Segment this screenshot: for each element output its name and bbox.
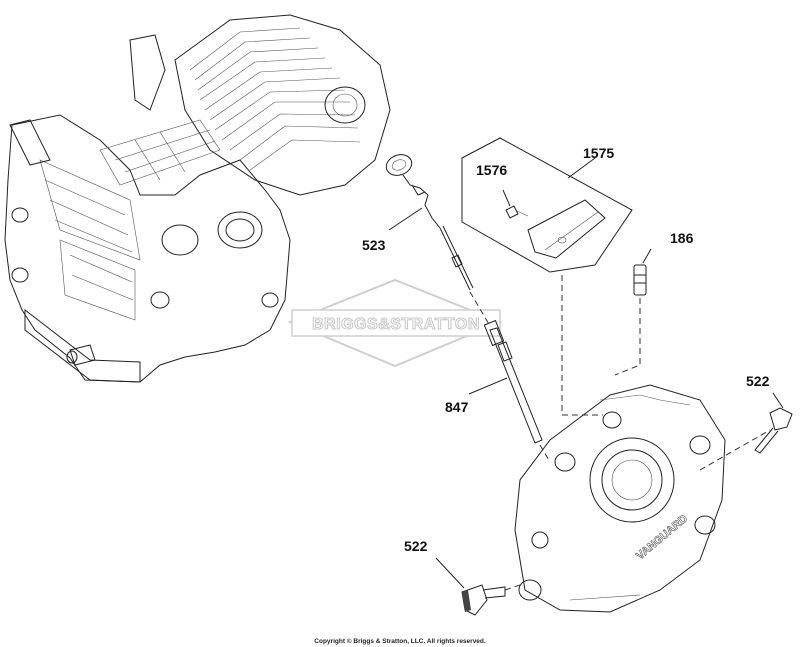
fitting-part — [633, 248, 652, 296]
callout-1576: 1576 — [476, 162, 507, 178]
kit-box — [461, 137, 633, 273]
callout-522-bottom: 522 — [404, 538, 428, 554]
copyright-notice: Copyright © Briggs & Stratton, LLC. All … — [314, 637, 486, 645]
callout-522-right: 522 — [746, 373, 770, 389]
dipstick-tube — [468, 319, 543, 444]
callout-847: 847 — [445, 399, 469, 415]
engine-block — [4, 14, 391, 383]
assembly-lines — [469, 275, 771, 591]
watermark-text: BRIGGS&STRATTON — [312, 316, 480, 333]
dipstick-assembly — [385, 154, 474, 291]
brand-watermark: BRIGGS&STRATTON — [287, 278, 503, 368]
drain-plug-right — [754, 392, 793, 454]
drain-plug-bottom — [435, 557, 506, 616]
cylinder-fins — [174, 14, 391, 196]
sump-cover: VANGUARD — [514, 384, 726, 613]
callout-186: 186 — [670, 230, 694, 246]
callout-1575: 1575 — [583, 145, 614, 161]
callout-523: 523 — [362, 237, 386, 253]
screw-part — [502, 189, 529, 219]
